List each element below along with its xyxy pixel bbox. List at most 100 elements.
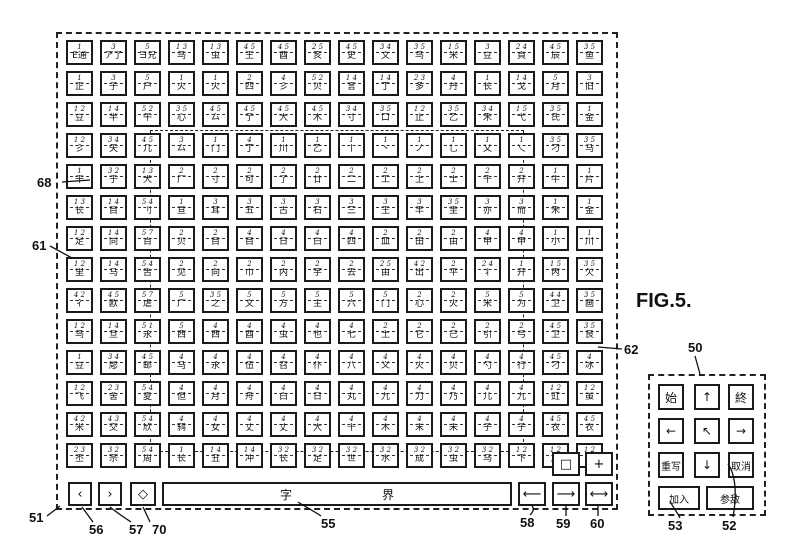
double-arrow-key[interactable]: ⟷ xyxy=(585,482,613,506)
join-key[interactable]: 加入 xyxy=(658,486,700,510)
forward-key[interactable]: ⟶ xyxy=(552,482,580,506)
up-left-key[interactable]: ↖ xyxy=(694,418,720,444)
square-key[interactable]: □ xyxy=(552,452,580,476)
right-key[interactable]: → xyxy=(728,418,754,444)
cross-key[interactable]: + xyxy=(585,452,613,476)
